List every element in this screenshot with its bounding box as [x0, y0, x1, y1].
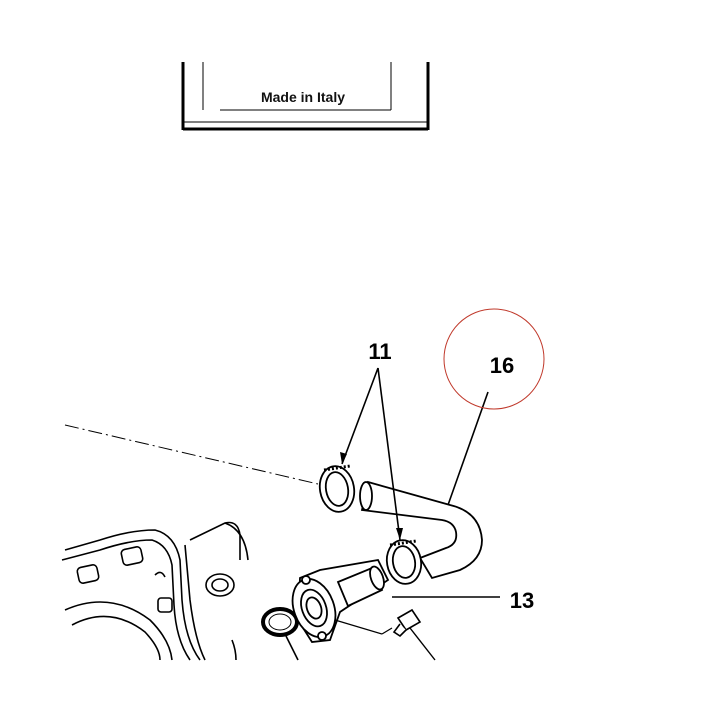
cylinder-head-gasket [61, 521, 249, 661]
callout-16: 16 [490, 353, 514, 378]
water-outlet-fitting [291, 558, 393, 643]
leader-arrowheads [340, 452, 403, 540]
highlight-circle [443, 308, 545, 410]
nameplate [181, 62, 430, 131]
leader-lines [341, 367, 500, 598]
centerline [64, 424, 319, 485]
nameplate-text: Made in Italy [261, 89, 345, 105]
hose-clamp-lower [385, 539, 423, 585]
snap-ring [261, 607, 299, 661]
callout-11: 11 [368, 339, 391, 364]
hose-clamp-upper [318, 464, 356, 513]
bolt [392, 608, 436, 661]
callout-13: 13 [510, 588, 534, 613]
